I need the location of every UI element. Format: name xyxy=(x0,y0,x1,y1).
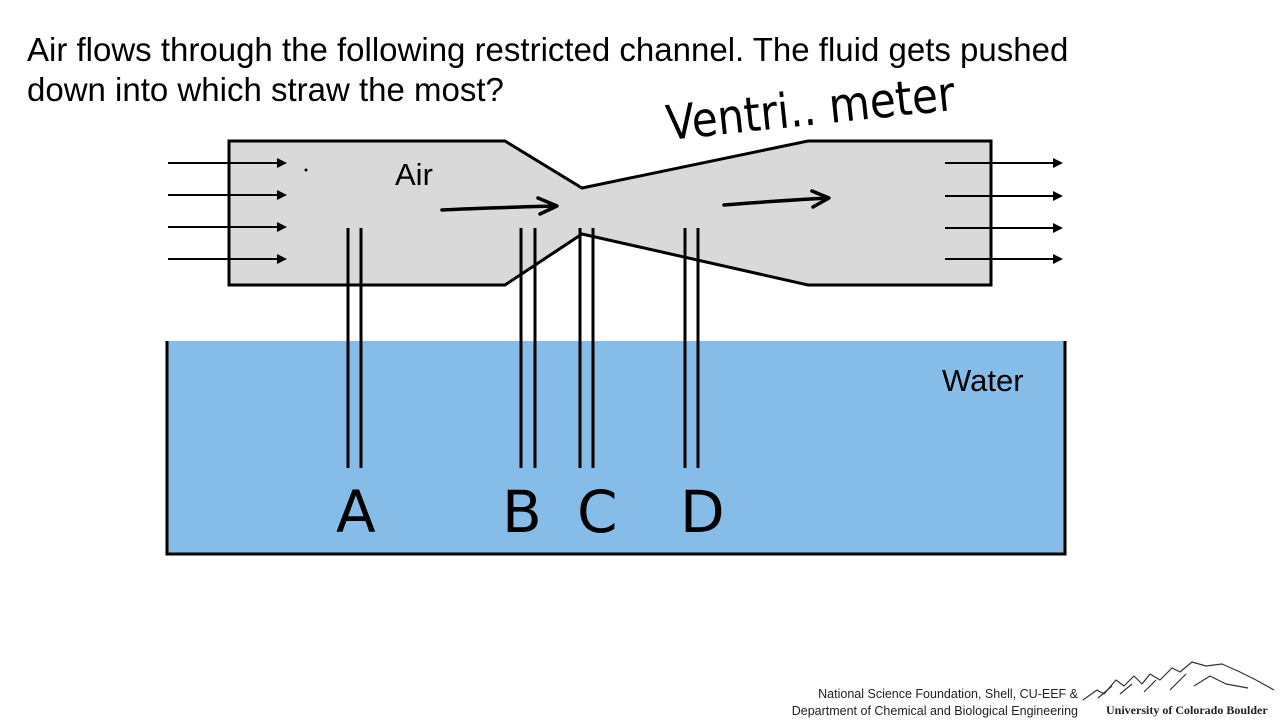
venturi-channel xyxy=(227,139,993,287)
handwritten-flow-arrow-right xyxy=(722,189,831,209)
straw-c xyxy=(578,228,595,468)
straw-a xyxy=(346,228,363,468)
handwritten-flow-arrow-left xyxy=(440,196,559,216)
outlet-arrows xyxy=(945,158,1063,264)
question-line-1: Air flows through the following restrict… xyxy=(27,31,1069,68)
straw-label-b: B xyxy=(502,478,542,546)
straw-d xyxy=(683,228,700,468)
water-tank-outline xyxy=(165,341,1067,556)
inlet-arrows xyxy=(168,158,287,264)
straw-b xyxy=(519,228,537,468)
credit-line-2: Department of Chemical and Biological En… xyxy=(791,704,1078,718)
university-name: University of Colorado Boulder xyxy=(1106,703,1268,717)
question-text: Air flows through the following restrict… xyxy=(27,30,1267,110)
credits: National Science Foundation, Shell, CU-E… xyxy=(792,686,1078,720)
water-tank xyxy=(167,341,1065,554)
straw-label-d: D xyxy=(680,478,725,546)
venturi-meter-annotation: Ventri.. meter xyxy=(663,66,957,152)
straw-label-a: A xyxy=(336,478,376,546)
question-line-2: down into which straw the most? xyxy=(27,71,504,108)
water-label: Water xyxy=(942,363,1024,398)
stray-dot xyxy=(304,168,308,172)
credit-line-1: National Science Foundation, Shell, CU-E… xyxy=(818,687,1078,701)
straw-label-c: C xyxy=(577,478,618,546)
mountain-skyline-icon xyxy=(1082,661,1275,701)
air-label: Air xyxy=(395,157,433,192)
